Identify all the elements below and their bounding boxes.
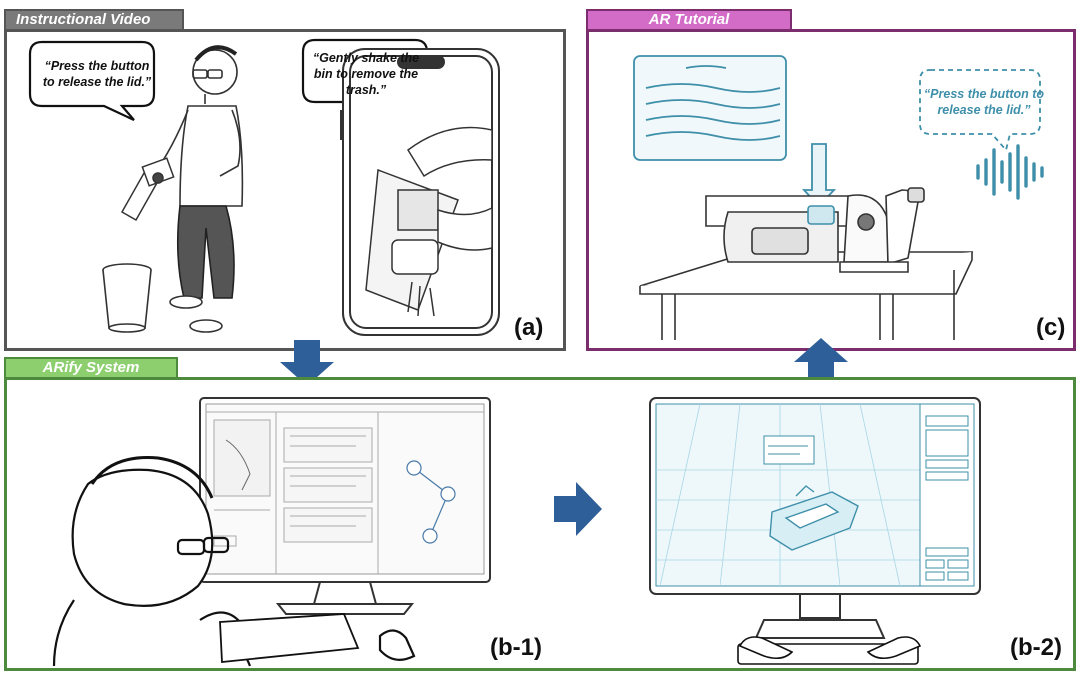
ar-tutorial-tab: AR Tutorial	[586, 9, 792, 31]
phone-video-content	[365, 126, 493, 317]
b2-keyboard-and-hands	[737, 636, 922, 665]
video-panel-tag: (a)	[514, 314, 544, 341]
b2-3d-vacuum-model	[769, 485, 859, 551]
instructional-video-tab: Instructional Video	[4, 9, 184, 31]
b2-panel-tag: (b-2)	[1010, 634, 1062, 661]
video-speech-left: “Press the button to release the lid.”	[42, 59, 152, 89]
ar-panel-tag: (c)	[1036, 314, 1066, 341]
trash-bin	[102, 263, 152, 333]
vacuum-in-hand	[120, 157, 175, 222]
b1-flow-graph	[406, 460, 456, 544]
b2-editor-sidebar	[919, 403, 975, 587]
arrow-down-from-video	[280, 340, 334, 386]
b1-interface	[206, 411, 484, 574]
ar-speech-bubble	[919, 69, 1041, 152]
ar-speech-text: “Press the button to release the lid.”	[923, 87, 1045, 117]
arrow-right-b1-to-b2	[554, 482, 602, 536]
person-figure	[161, 45, 244, 333]
ar-instruction-card	[633, 55, 787, 161]
b1-keyboard	[219, 613, 360, 663]
vacuum-on-table	[705, 187, 925, 273]
video-speech-right: “Gently shake the bin to remove the tras…	[312, 51, 420, 97]
audio-waveform-icon	[976, 144, 1044, 200]
speech-bubble-left	[28, 40, 156, 121]
arrow-up-to-ar	[794, 338, 848, 384]
arify-system-tab: ARify System	[4, 357, 178, 379]
b1-panel-tag: (b-1)	[490, 634, 542, 661]
b2-floating-card	[763, 435, 815, 465]
